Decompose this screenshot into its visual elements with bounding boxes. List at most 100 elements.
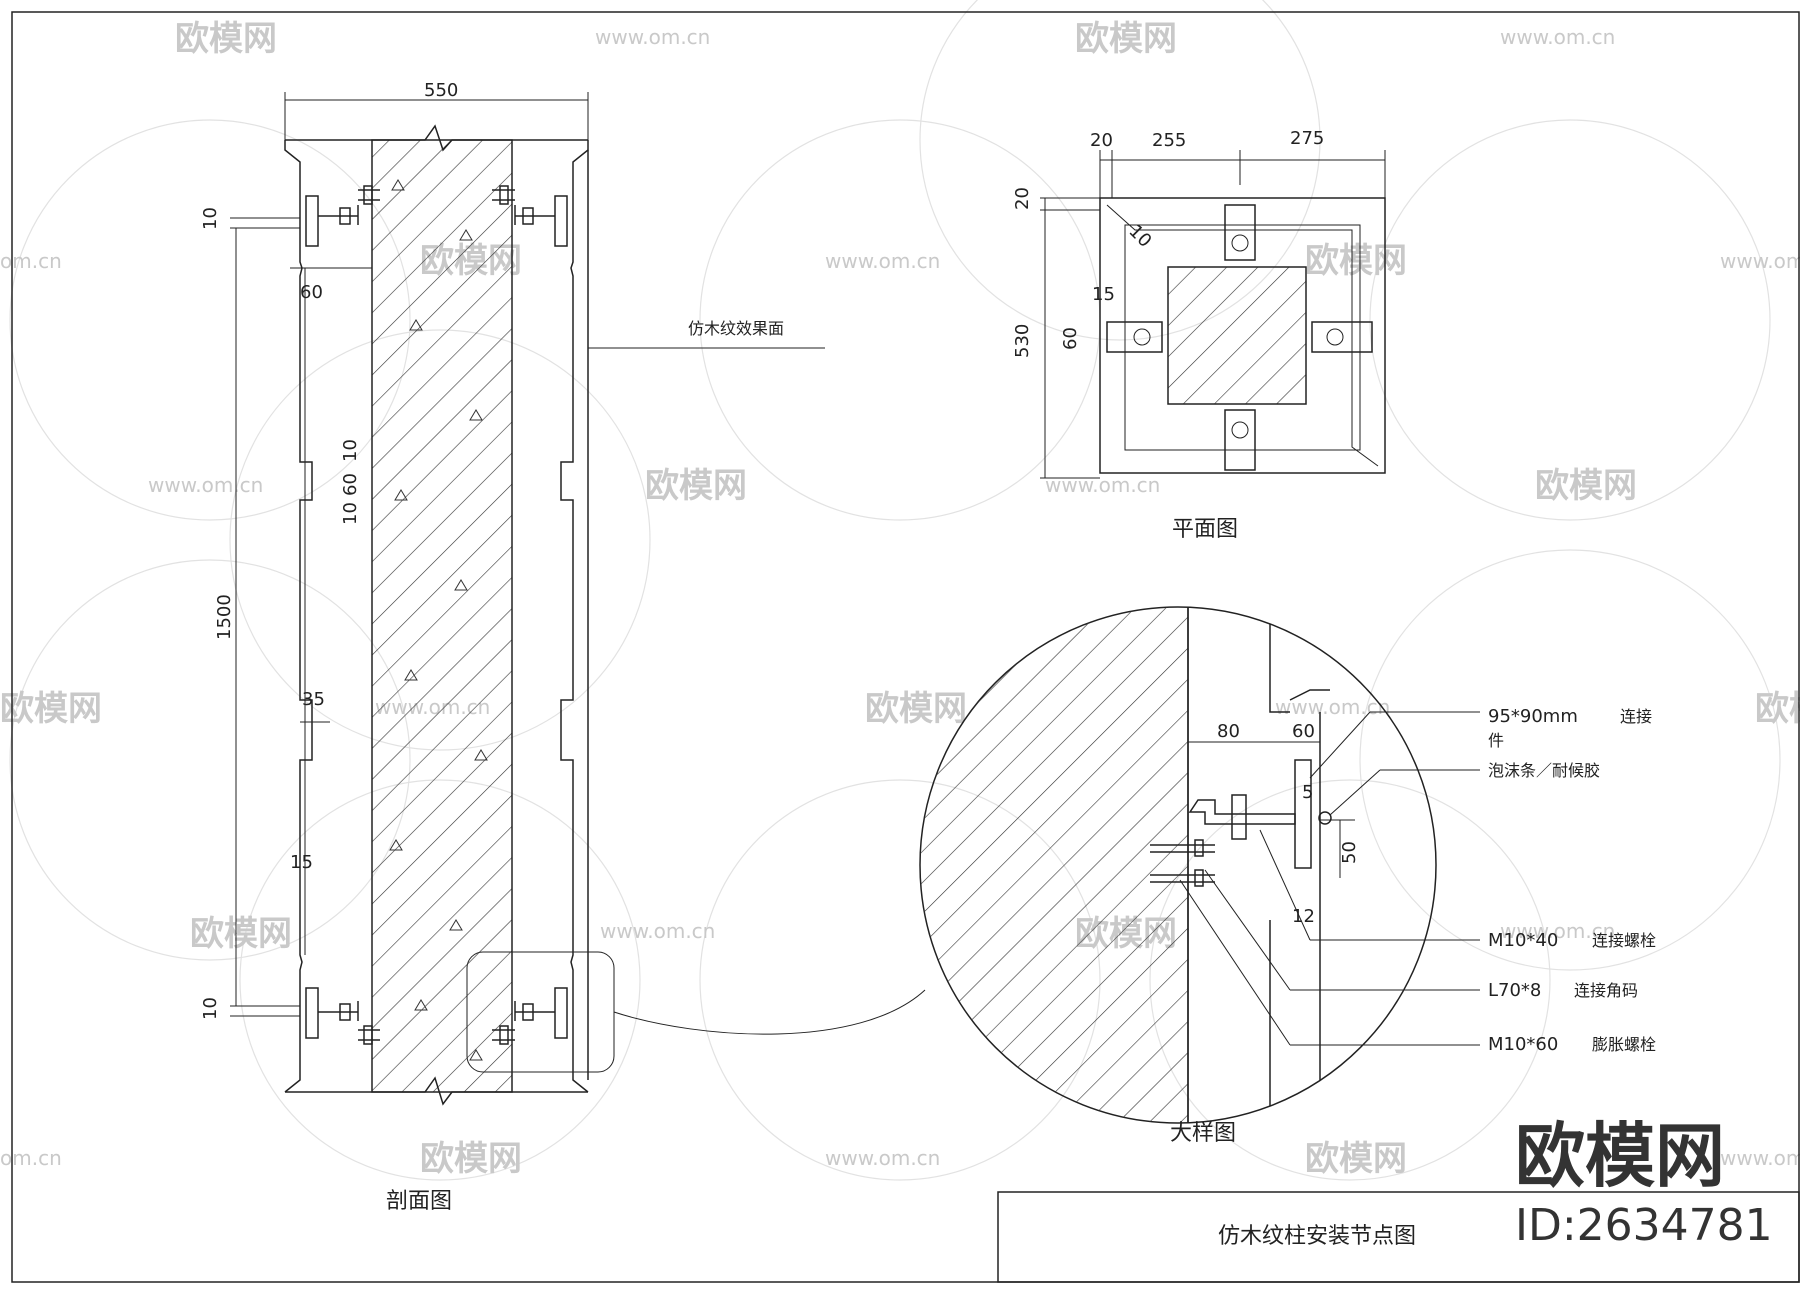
- sheet-frame: [11, 11, 1800, 1283]
- callout-angle-bracket: L70*8 连接角码: [1488, 980, 1638, 1001]
- dim-width: 550: [424, 80, 458, 101]
- callout-desc: 连接螺栓: [1592, 931, 1656, 950]
- break-mark-top: [372, 124, 512, 152]
- watermark-url: www.om.cn: [1720, 249, 1800, 273]
- callout-expansion-bolt: M10*60 膨胀螺栓: [1488, 1034, 1656, 1055]
- detail-caption: 大样图: [1170, 1121, 1236, 1146]
- callout-desc: 膨胀螺栓: [1592, 1035, 1656, 1054]
- watermark-url: om.cn: [0, 1146, 62, 1170]
- dim-inset-60: 60: [300, 282, 323, 303]
- callout-connecting-bolt: M10*40 连接螺栓: [1488, 930, 1656, 951]
- callout-spec: 95*90mm: [1488, 706, 1578, 727]
- plan-connector-bottom: [1224, 409, 1256, 471]
- watermark-arcs: [9, 0, 1781, 1181]
- right-cladding-panel: [560, 140, 589, 1093]
- watermark-url: www.om.cn: [595, 25, 710, 49]
- brand-name: 欧模网: [1515, 1115, 1725, 1197]
- plan-connector-right: [1311, 321, 1373, 353]
- callout-desc: 泡沫条／耐候胶: [1488, 761, 1600, 780]
- watermark-text: 欧模网: [1755, 689, 1800, 729]
- plan-connector-top: [1224, 204, 1256, 261]
- section-note: 仿木纹效果面: [688, 319, 784, 338]
- watermark-text: 欧模网: [1305, 1139, 1407, 1179]
- watermark-url: www.om.cn: [600, 919, 715, 943]
- callout-desc-2: 件: [1488, 731, 1504, 750]
- callout-connector: 95*90mm 连接 件: [1488, 706, 1652, 750]
- watermark-text: 欧模网: [420, 1139, 522, 1179]
- watermark-url: www.om.cn: [1500, 25, 1615, 49]
- watermark-url: www.om.cn: [1720, 1146, 1800, 1170]
- detail-dim-50: 50: [1339, 841, 1360, 864]
- dim-35: 35: [302, 689, 325, 710]
- watermark-text: 欧模网: [1075, 19, 1177, 59]
- watermark-url: www.om.cn: [1500, 919, 1615, 943]
- watermark-text: 欧模网: [0, 689, 102, 729]
- plan-outline-outer: [1099, 197, 1386, 474]
- detail-foam-strip: [1318, 811, 1332, 825]
- plan-dim-255: 255: [1152, 130, 1186, 151]
- plan-dim-530: 530: [1012, 324, 1033, 358]
- left-cladding-panel: [284, 140, 313, 1093]
- watermark-text: 欧模网: [175, 19, 277, 59]
- watermark-text: 欧模网: [1305, 241, 1407, 281]
- section-caption: 剖面图: [386, 1189, 452, 1214]
- watermark-url: www.om.cn: [825, 1146, 940, 1170]
- detail-connector-plate: [1294, 759, 1312, 869]
- detail-concrete: [920, 607, 1189, 1123]
- plan-dim-15: 15: [1092, 284, 1115, 305]
- plan-view: 20 255 275 20 530 15 60 10 平面图: [1012, 128, 1386, 542]
- dim-top-offset: 10: [200, 207, 221, 230]
- watermark-url: www.om.cn: [148, 473, 263, 497]
- watermark-text: 欧模网: [645, 466, 747, 506]
- detail-dim-5: 5: [1302, 782, 1313, 803]
- plan-connector-left: [1106, 321, 1163, 353]
- watermark-url: www.om.cn: [825, 249, 940, 273]
- drawing-title: 仿木纹柱安装节点图: [1218, 1224, 1416, 1249]
- detail-view: 80 60 5 50 12 95*90mm 连接 件 泡沫条／耐候胶 M10*4…: [919, 606, 1656, 1146]
- concrete-core: [371, 139, 513, 1093]
- connector-bottom-right: [492, 987, 568, 1045]
- detail-dim-60: 60: [1292, 721, 1315, 742]
- dim-15: 15: [290, 852, 313, 873]
- connector-bottom-left: [305, 987, 380, 1045]
- brand-id: ID:2634781: [1515, 1200, 1773, 1251]
- watermark-text: 欧模网: [1535, 466, 1637, 506]
- title-block: 仿木纹柱安装节点图: [997, 1191, 1800, 1283]
- concrete-aggregate: [389, 179, 488, 1061]
- connector-top-left: [305, 185, 380, 247]
- plan-concrete-core: [1167, 266, 1307, 405]
- plan-inner-outline: [1124, 224, 1361, 451]
- brand-mark: 欧模网 ID:2634781: [1515, 1115, 1773, 1251]
- plan-caption: 平面图: [1172, 517, 1238, 542]
- section-view: 550 10 1500 10 60 10 60 10 35 15 仿木纹效果面 …: [200, 80, 926, 1214]
- plan-dim-275: 275: [1290, 128, 1324, 149]
- dim-groove-10b: 10: [340, 502, 361, 525]
- watermark-text: 欧模网: [865, 689, 967, 729]
- callout-desc: 连接角码: [1574, 981, 1638, 1000]
- callout-spec: L70*8: [1488, 980, 1541, 1001]
- callout-desc: 连接: [1620, 707, 1652, 726]
- break-mark-bottom: [372, 1076, 512, 1106]
- connector-top-right: [492, 185, 568, 247]
- plan-dim-20: 20: [1090, 130, 1113, 151]
- detail-dim-80: 80: [1217, 721, 1240, 742]
- watermark-url: www.om.cn: [1045, 473, 1160, 497]
- callout-foam-strip: 泡沫条／耐候胶: [1488, 761, 1600, 780]
- watermarks: 欧模网 www.om.cn 欧模网 www.om.cn om.cn 欧模网 ww…: [0, 19, 1800, 1179]
- dim-groove-60: 60: [340, 473, 361, 496]
- callout-spec: M10*40: [1488, 930, 1558, 951]
- detail-leader-curve: [613, 989, 926, 1035]
- dim-bottom-offset: 10: [200, 997, 221, 1020]
- plan-dim-60: 60: [1060, 327, 1081, 350]
- watermark-url: om.cn: [0, 249, 62, 273]
- dim-height: 1500: [214, 594, 235, 640]
- dim-groove-10a: 10: [340, 439, 361, 462]
- watermark-url: www.om.cn: [1275, 695, 1390, 719]
- plan-cladding-ring: [1106, 204, 1379, 467]
- plan-dim-20v: 20: [1012, 187, 1033, 210]
- callout-spec: M10*60: [1488, 1034, 1558, 1055]
- watermark-text: 欧模网: [190, 914, 292, 954]
- detail-angle-bracket: [1188, 799, 1296, 825]
- detail-dim-12: 12: [1292, 906, 1315, 927]
